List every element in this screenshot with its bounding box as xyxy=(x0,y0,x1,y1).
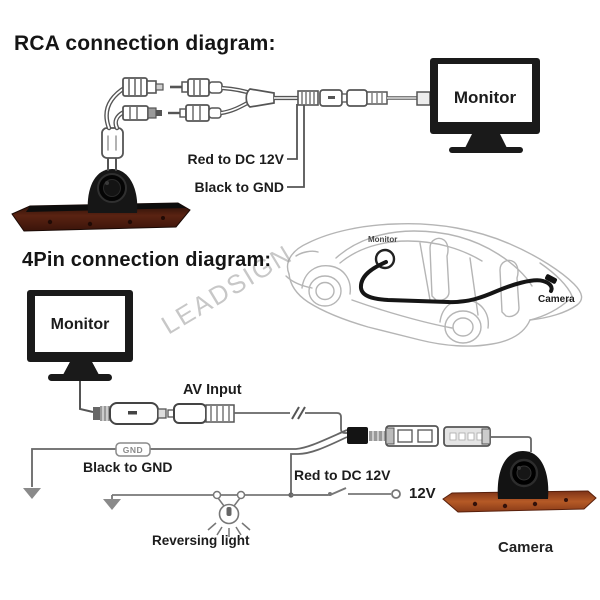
car-monitor-label: Monitor xyxy=(368,235,398,244)
red-label-line xyxy=(287,104,298,160)
pin4-monitor-label: Monitor xyxy=(50,316,110,333)
wire-break-icon xyxy=(291,406,300,420)
av-input-label: AV Input xyxy=(183,382,242,398)
rca-section-title: RCA connection diagram: xyxy=(14,32,276,55)
rca-black-label: Black to GND xyxy=(194,179,284,195)
rca-camera-pigtail xyxy=(101,84,129,171)
rca-male-power-plug xyxy=(168,98,254,122)
black-to-gnd-label: Black to GND xyxy=(83,459,173,475)
rca-male-video-plug xyxy=(170,78,254,97)
rca-female-video-connector xyxy=(122,77,164,97)
red-to-dc-label: Red to DC 12V xyxy=(294,467,391,483)
rca-female-power-connector xyxy=(122,105,162,121)
rca-monitor-cable xyxy=(245,88,431,108)
car-camera-label: Camera xyxy=(538,294,575,305)
camera-label: Camera xyxy=(498,539,554,556)
rca-red-label: Red to DC 12V xyxy=(187,151,284,167)
gnd-tag-box xyxy=(115,442,151,457)
black-label-line xyxy=(287,105,305,188)
ground-symbol-icon xyxy=(103,499,121,510)
rca-monitor-label: Monitor xyxy=(453,88,517,107)
pin4-av-cable xyxy=(79,381,347,434)
pin4-section-title: 4Pin connection diagram: xyxy=(22,249,272,271)
car-inset xyxy=(285,222,583,347)
pin4-power-wires xyxy=(23,429,348,499)
gnd-tag: GND xyxy=(122,445,144,455)
switch-icon xyxy=(329,487,347,496)
car-cable xyxy=(358,248,558,305)
rca-camera-unit xyxy=(11,169,191,232)
ground-symbol-icon xyxy=(23,488,41,499)
pin4-camera-connectors xyxy=(347,425,532,452)
reversing-light-label: Reversing light xyxy=(152,533,250,548)
pin4-monitor xyxy=(27,290,133,381)
twelve-volt-label: 12V xyxy=(409,485,436,502)
rca-monitor xyxy=(430,58,540,153)
pin4-camera-unit xyxy=(442,451,597,513)
pin4-reversing-circuit xyxy=(103,487,401,537)
terminal-12v-icon xyxy=(391,489,401,499)
